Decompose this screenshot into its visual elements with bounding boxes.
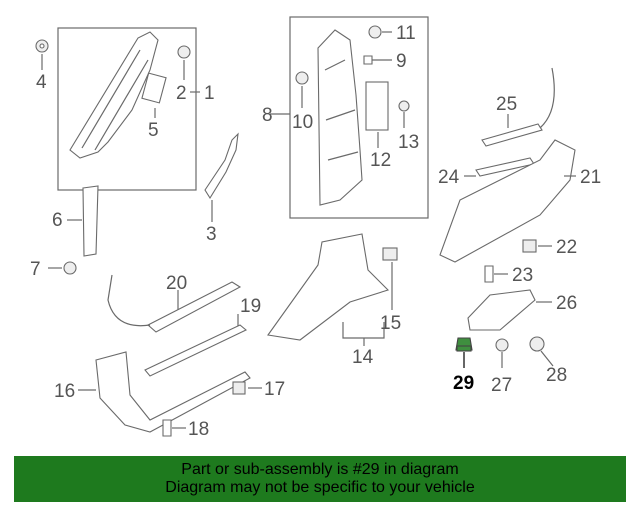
callout-7: 7	[30, 259, 41, 280]
part-28-nut	[529, 336, 545, 352]
callout-10: 10	[292, 112, 313, 133]
part-20-sill-plate	[147, 281, 242, 333]
callout-18: 18	[188, 419, 209, 440]
callout-3: 3	[206, 224, 217, 245]
callout-5: 5	[148, 120, 159, 141]
b-pillar-trim	[317, 29, 363, 206]
part-3-bracket	[204, 132, 239, 200]
info-banner: Part or sub-assembly is #29 in diagram D…	[14, 456, 626, 502]
b-pillar-group-box	[289, 16, 429, 219]
part-7-bolt	[63, 261, 77, 275]
callout-16: 16	[54, 381, 75, 402]
callout-4: 4	[36, 72, 47, 93]
callout-2: 2	[176, 83, 187, 104]
banner-line-2: Diagram may not be specific to your vehi…	[165, 479, 475, 496]
part-29-head	[456, 345, 472, 352]
callout-20: 20	[166, 273, 187, 294]
a-pillar-group-box	[57, 27, 197, 191]
banner-line-1: Part or sub-assembly is #29 in diagram	[181, 461, 459, 478]
callout-8: 8	[262, 105, 273, 126]
callout-12: 12	[370, 150, 391, 171]
callout-25: 25	[496, 94, 517, 115]
part-6-strip	[82, 185, 99, 257]
part-27-washer	[495, 338, 509, 352]
callout-17: 17	[264, 379, 285, 400]
part-14-lower-trim	[267, 233, 390, 341]
callout-23: 23	[512, 265, 533, 286]
callout-19: 19	[240, 296, 261, 317]
callout-14: 14	[352, 347, 374, 368]
callout-22: 22	[556, 237, 577, 258]
callout-13: 13	[398, 132, 419, 153]
part-12-grille	[365, 81, 389, 131]
part-25-strip	[481, 123, 543, 147]
callout-15: 15	[380, 313, 401, 334]
part-23-screw	[484, 265, 494, 283]
a-pillar-grille	[141, 72, 167, 104]
part-19-sill-plate	[144, 324, 248, 377]
part-21-scuff-plate	[439, 139, 576, 263]
part-22-clip	[522, 239, 537, 253]
part-9-screw	[363, 55, 373, 65]
part-18-screw	[162, 419, 172, 437]
callout-6: 6	[52, 210, 63, 231]
part-13-clip	[398, 100, 410, 112]
part-16-scuff-plate	[95, 351, 251, 433]
callout-28: 28	[546, 365, 567, 386]
callout-1: 1	[204, 83, 215, 104]
callout-27: 27	[491, 375, 512, 396]
part-17-clip	[232, 381, 246, 395]
part-11-nut	[368, 25, 382, 39]
part-26-insulator	[467, 289, 536, 331]
callout-21: 21	[580, 167, 601, 188]
callout-11: 11	[396, 23, 416, 44]
callout-24: 24	[438, 167, 460, 188]
part-15-clip	[382, 247, 398, 261]
part-2-clip	[177, 45, 191, 59]
callout-9: 9	[396, 51, 407, 72]
callout-29: 29	[453, 373, 474, 394]
callout-26: 26	[556, 293, 577, 314]
parts-diagram: 1 2 3 4 5 6 7 8 9 10 11 12 13 14 15 16 1…	[30, 16, 601, 440]
part-10-clip	[295, 71, 309, 85]
